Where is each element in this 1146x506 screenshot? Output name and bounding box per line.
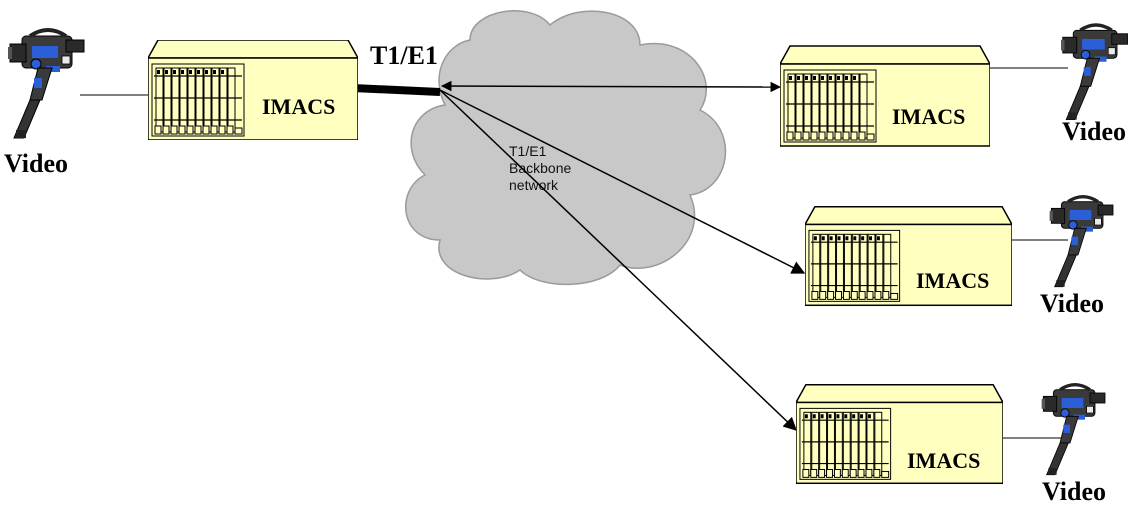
- source-imacs-node: IMACS: [148, 40, 358, 140]
- imacs-chassis-icon: [148, 40, 358, 140]
- dest3-video-label: Video: [1042, 477, 1106, 506]
- network-cloud-icon: [404, 10, 727, 286]
- video-camera-icon: [1047, 194, 1115, 289]
- source-video-node: Video: [4, 28, 86, 178]
- connection-arrow-dest3: [439, 89, 797, 431]
- source-video-label: Video: [4, 149, 68, 178]
- dest2-imacs-node: IMACS: [805, 205, 1012, 307]
- dest3-imacs-node: IMACS: [796, 383, 1003, 485]
- dest3-device-label: IMACS: [907, 448, 980, 473]
- dest1-device-label: IMACS: [892, 104, 965, 129]
- video-camera-icon: [8, 28, 86, 140]
- source-device-label: IMACS: [262, 94, 335, 119]
- dest2-device-label: IMACS: [916, 268, 989, 293]
- dest2-video-node: Video: [1040, 194, 1115, 318]
- dest2-video-label: Video: [1040, 289, 1104, 318]
- imacs-chassis-icon: [780, 45, 990, 147]
- connection-arrow-dest2: [439, 89, 806, 274]
- connection-arrow-dest1: [440, 80, 782, 93]
- dest1-video-node: Video: [1059, 23, 1130, 146]
- trunk-label: T1/E1: [370, 41, 438, 70]
- dest1-imacs-node: IMACS: [780, 45, 990, 147]
- t1e1-trunk-line: [352, 84, 441, 96]
- dest3-video-node: Video: [1039, 382, 1107, 506]
- dest1-video-label: Video: [1062, 117, 1126, 146]
- network-label: T1/E1 Backbone network: [509, 143, 575, 193]
- video-camera-icon: [1059, 23, 1130, 122]
- video-camera-icon: [1039, 382, 1107, 477]
